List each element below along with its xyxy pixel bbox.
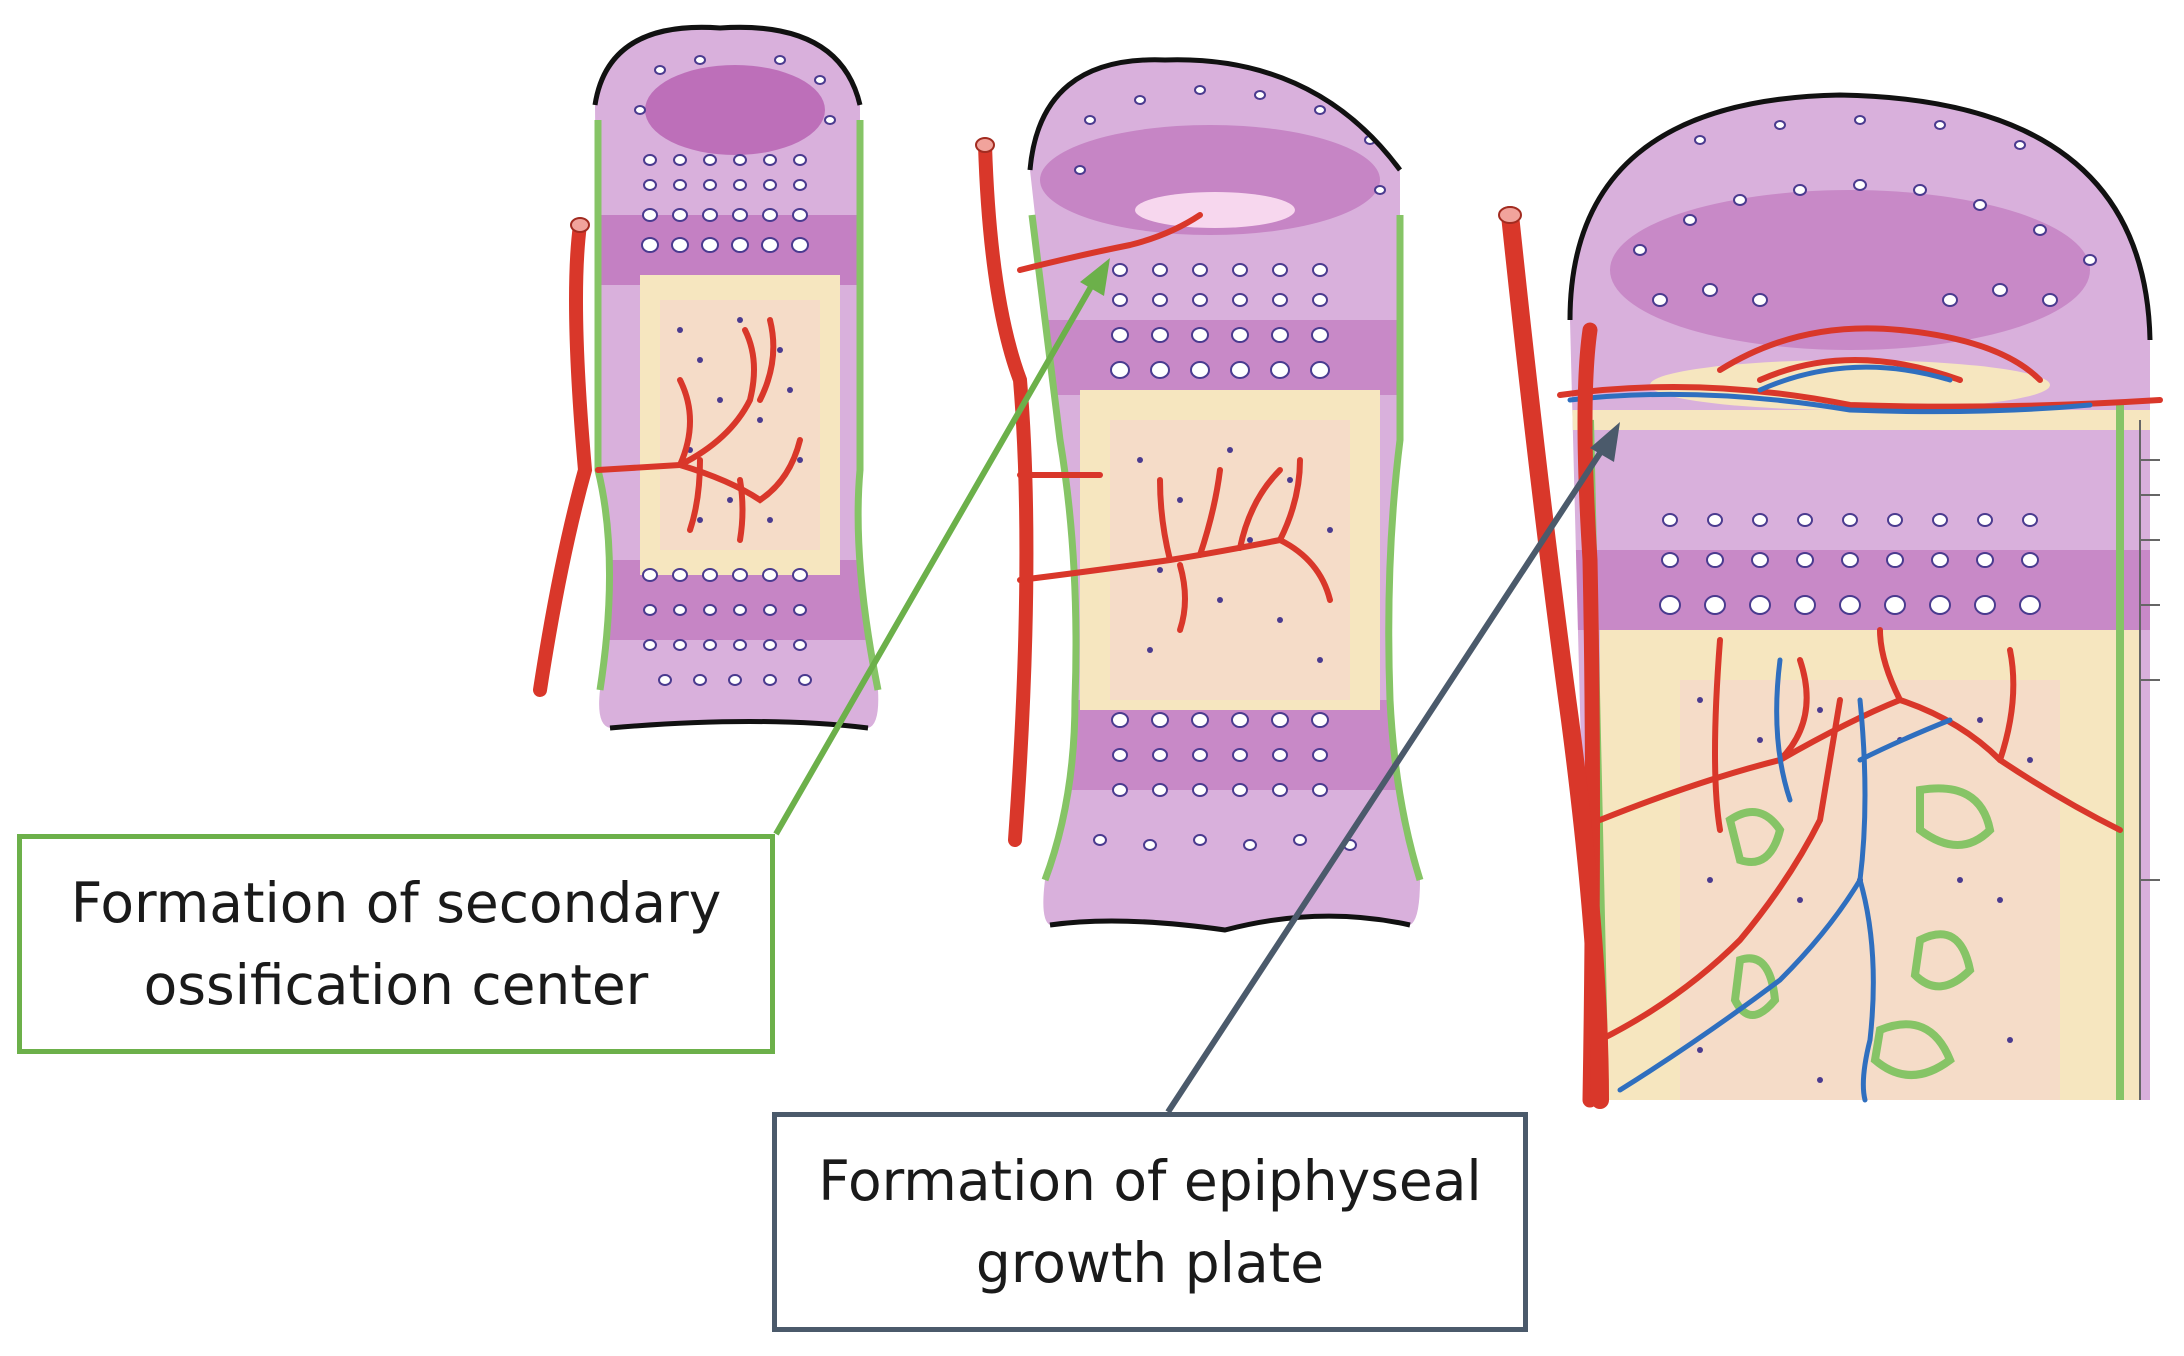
bone3-interior bbox=[1570, 95, 2150, 1100]
scale-ticks bbox=[2139, 420, 2160, 1100]
callout-plate-text: Formation of epiphyseal growth plate bbox=[818, 1140, 1481, 1305]
callout-secondary-line1: Formation of secondary bbox=[70, 870, 722, 935]
bone-diagram-late bbox=[1498, 92, 2163, 1109]
callout-secondary-text: Formation of secondary ossification cent… bbox=[71, 862, 722, 1027]
callout-arrow-secondary bbox=[773, 258, 1110, 836]
bone1-interior bbox=[595, 27, 879, 728]
callout-arrow-growth-plate bbox=[1165, 422, 1620, 1114]
callout-plate-line2: growth plate bbox=[975, 1231, 1325, 1295]
callout-secondary-line2: ossification center bbox=[143, 953, 649, 1017]
callout-secondary-ossification: Formation of secondary ossification cent… bbox=[17, 834, 775, 1054]
bone2-interior bbox=[1030, 59, 1420, 930]
bone-diagram-middle bbox=[975, 57, 1424, 933]
bone-diagram-early bbox=[533, 24, 882, 731]
callout-growth-plate: Formation of epiphyseal growth plate bbox=[772, 1112, 1528, 1332]
callout-plate-line1: Formation of epiphyseal bbox=[818, 1148, 1482, 1213]
